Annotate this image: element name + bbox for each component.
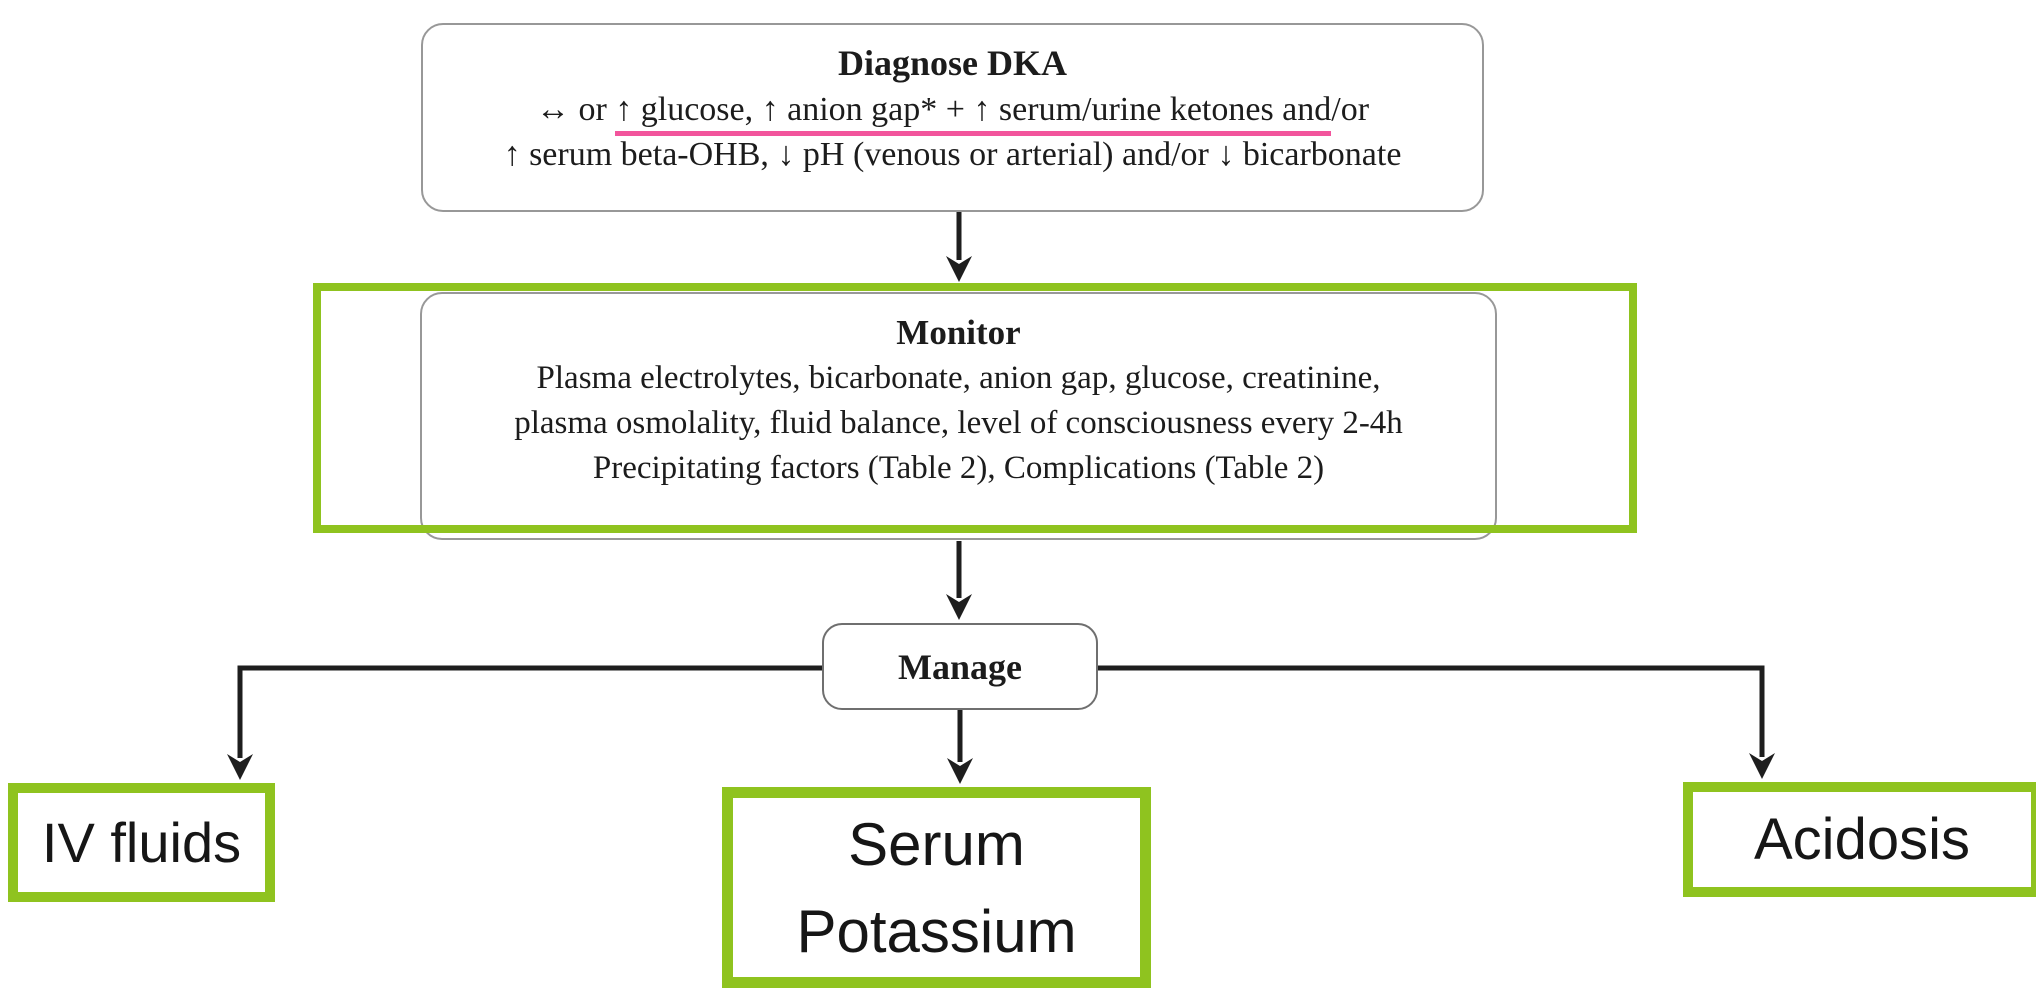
- monitor-line-1: Plasma electrolytes, bicarbonate, anion …: [536, 360, 1381, 396]
- monitor-line-3: Precipitating factors (Table 2), Complic…: [592, 450, 1325, 486]
- diagnose-criteria-line1: ↔ or ↑ glucose, ↑ anion gap* + ↑ serum/u…: [423, 87, 1482, 136]
- arrow-manage-to-iv-fluids-line: [237, 665, 822, 758]
- diagnose-title: Diagnose DKA: [837, 43, 1067, 83]
- manage-title: Manage: [898, 646, 1022, 687]
- iv-fluids-box: IV fluids: [8, 783, 275, 902]
- criteria-suffix: /or: [1331, 91, 1370, 128]
- criteria-prefix: ↔ or: [535, 91, 616, 128]
- monitor-highlight-rect: [313, 283, 1637, 533]
- diagnose-criteria-line2: ↑ serum beta-OHB, ↓ pH (venous or arteri…: [503, 136, 1402, 173]
- arrowhead-to-serum-potassium: [947, 758, 973, 784]
- iv-fluids-label: IV fluids: [41, 811, 242, 874]
- criteria-underlined-segment: ↑ glucose, ↑ anion gap* + ↑ serum/urine …: [615, 91, 1332, 136]
- acidosis-label: Acidosis: [1754, 807, 1970, 872]
- serum-potassium-box: Serum Potassium: [722, 787, 1151, 988]
- arrowhead-to-iv-fluids: [227, 754, 253, 780]
- serum-potassium-label: Serum Potassium: [796, 810, 1077, 965]
- monitor-line-2: plasma osmolality, fluid balance, level …: [514, 405, 1403, 441]
- arrowhead-to-monitor: [946, 256, 972, 282]
- arrow-manage-to-acidosis-line: [1098, 665, 1765, 757]
- monitor-title: Monitor: [896, 313, 1021, 352]
- monitor-box: Monitor Plasma electrolytes, bicarbonate…: [420, 292, 1497, 540]
- arrowhead-to-acidosis: [1749, 753, 1775, 779]
- acidosis-box: Acidosis: [1683, 782, 2036, 897]
- arrowhead-to-manage: [946, 594, 972, 620]
- diagnose-dka-box: Diagnose DKA ↔ or ↑ glucose, ↑ anion gap…: [421, 23, 1484, 212]
- manage-box: Manage: [822, 623, 1098, 710]
